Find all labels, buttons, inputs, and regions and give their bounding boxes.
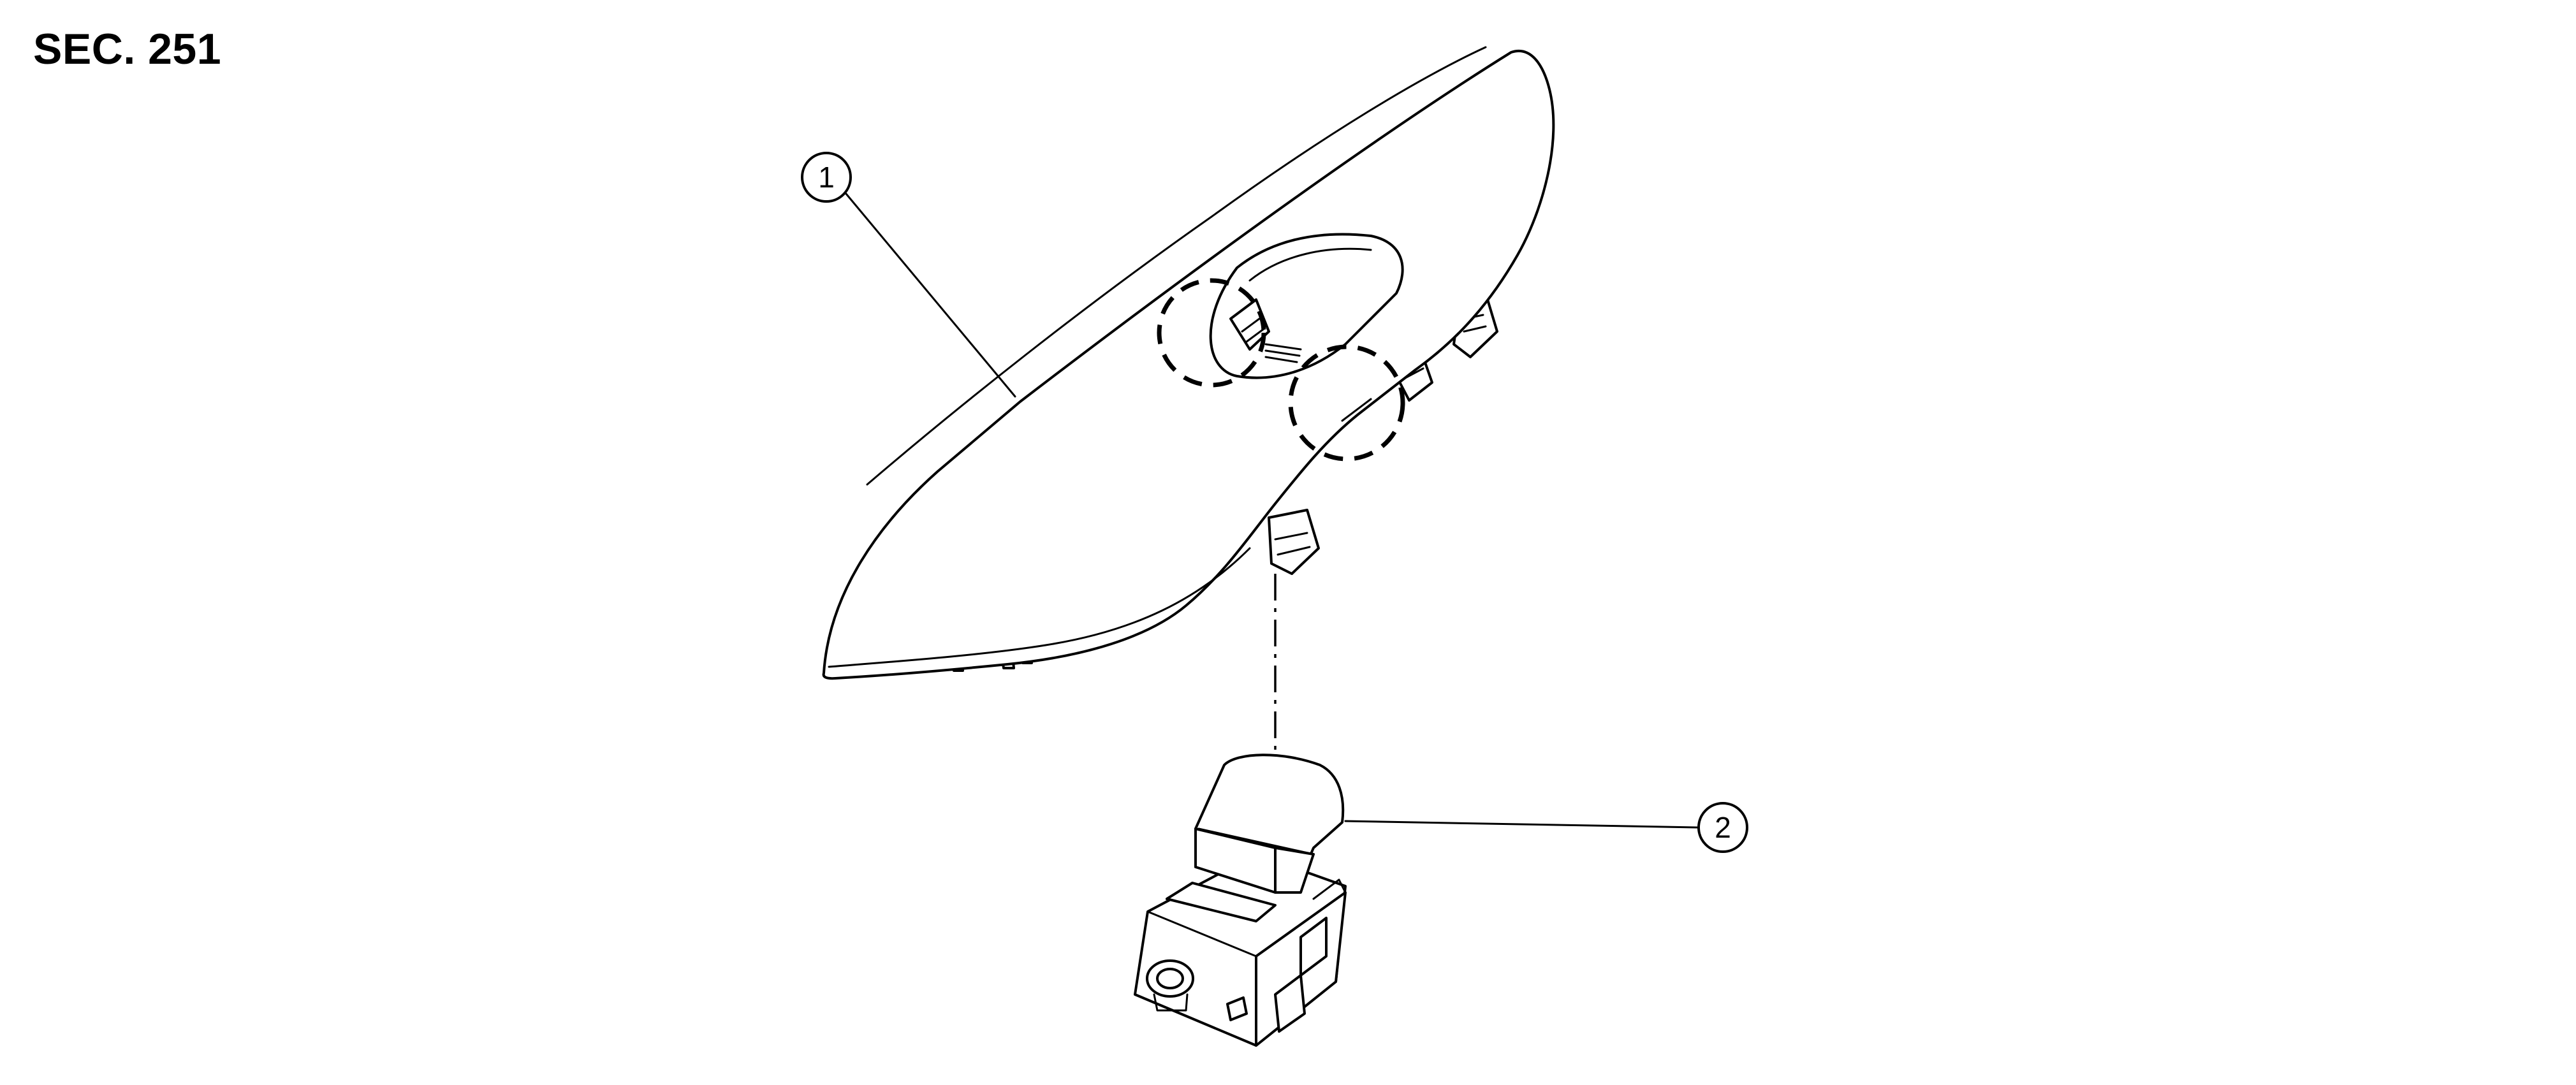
finisher-panel-body [822, 50, 1555, 680]
callout-2: 2 [1697, 802, 1748, 853]
clip-detail-circle-1 [1157, 278, 1266, 388]
clip-detail-circle-2 [1288, 344, 1405, 462]
callout-2-number: 2 [1715, 811, 1731, 844]
window-switch [1134, 754, 1347, 1047]
callout-1: 1 [801, 152, 852, 203]
section-label: SEC. 251 [33, 25, 222, 73]
detail-circles [1157, 278, 1405, 462]
finisher-panel [822, 46, 1555, 680]
leader-line-2 [1344, 820, 1699, 829]
leader-line-1 [842, 189, 1016, 398]
callout-1-number: 1 [818, 161, 835, 194]
